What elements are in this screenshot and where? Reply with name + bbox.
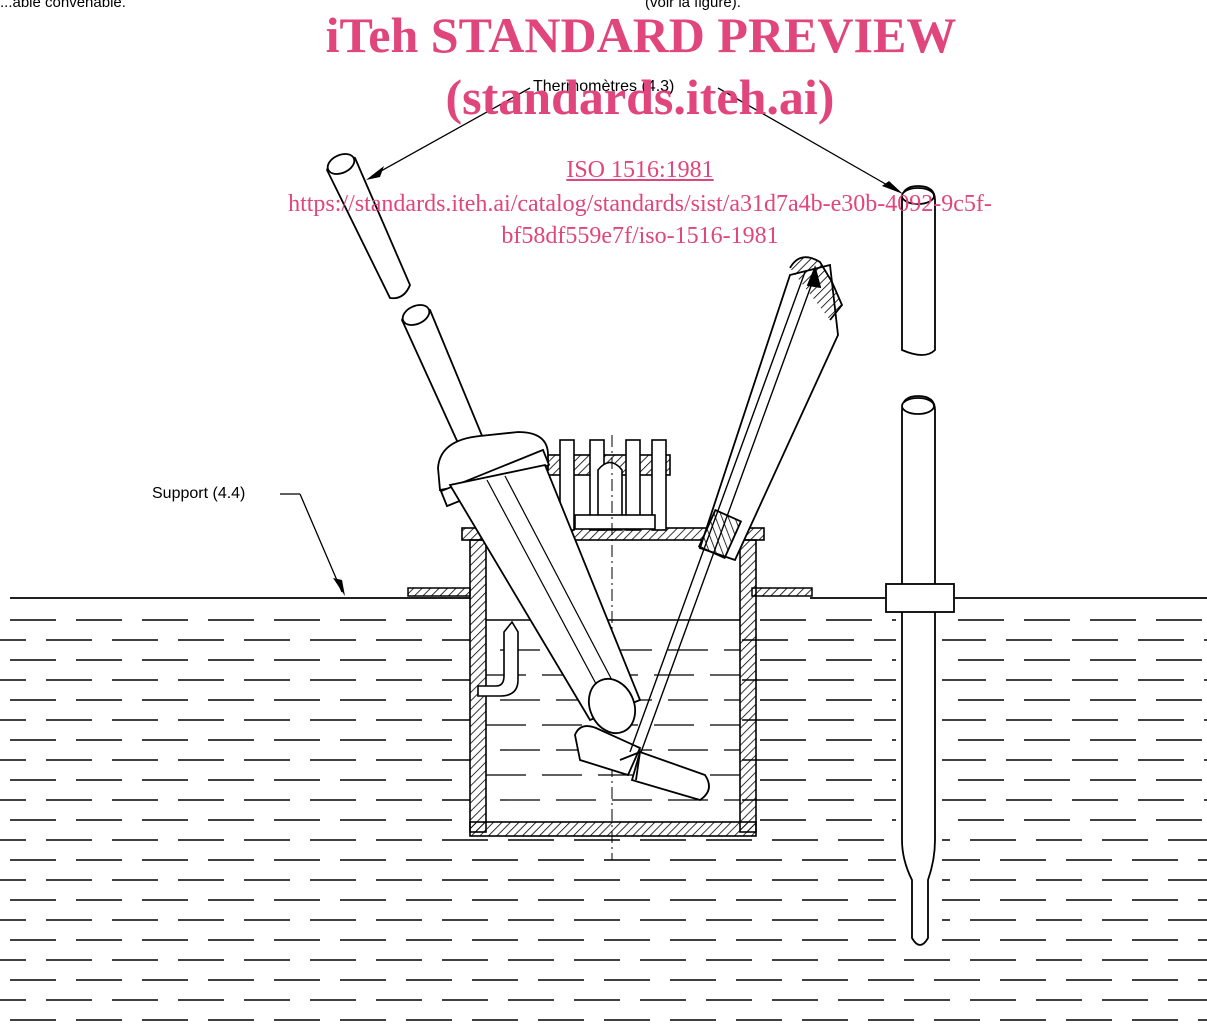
bath-liquid	[0, 597, 1207, 1021]
top-left-fragment: ...able convenable.	[0, 0, 126, 11]
watermark-iso-ref[interactable]: ISO 1516:1981	[566, 157, 714, 183]
leader-lines	[280, 87, 897, 593]
stirrer-shaft	[619, 256, 844, 801]
watermark-url-line2: bf58df559e7f/iso-1516-1981	[501, 223, 779, 249]
watermark-title: iTeh STANDARD PREVIEW	[325, 7, 957, 63]
thermometers-label: Thermomètres (4.3)	[533, 78, 675, 95]
left-thermometer	[326, 153, 642, 777]
arrowheads	[333, 166, 903, 596]
level-indicator	[477, 620, 519, 697]
test-cup	[461, 527, 765, 837]
watermark-url-line1: https://standards.iteh.ai/catalog/standa…	[288, 191, 992, 217]
top-right-fragment: (voir la figure).	[645, 0, 741, 11]
right-thermometer	[885, 185, 955, 946]
watermark-subtitle: (standards.iteh.ai)	[445, 69, 835, 125]
support-label: Support (4.4)	[152, 485, 246, 502]
lid-mechanism	[539, 439, 671, 531]
